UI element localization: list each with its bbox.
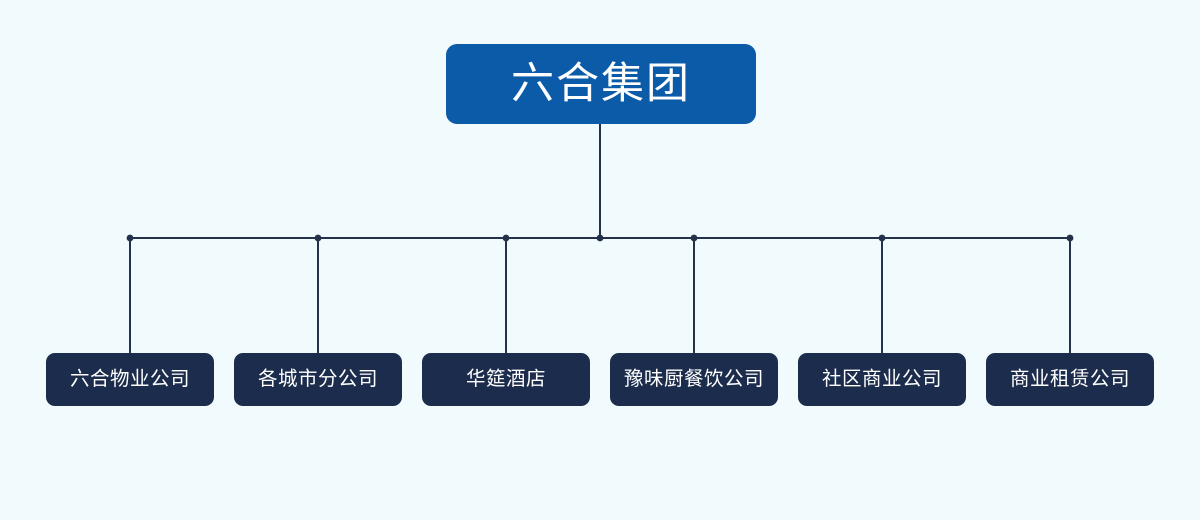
junction-dot-5 — [1066, 234, 1074, 242]
node-child-4[interactable]: 社区商业公司 — [798, 353, 966, 406]
node-child-1-label: 各城市分公司 — [257, 367, 378, 390]
junction-dot-root — [596, 234, 604, 242]
junction-dot-4 — [878, 234, 886, 242]
junction-dot-0 — [126, 234, 134, 242]
node-child-3[interactable]: 豫味厨餐饮公司 — [610, 353, 778, 406]
node-child-2[interactable]: 华筵酒店 — [422, 353, 590, 406]
node-child-0[interactable]: 六合物业公司 — [46, 353, 214, 406]
junction-dot-1 — [314, 234, 322, 242]
node-child-5[interactable]: 商业租赁公司 — [986, 353, 1154, 406]
node-child-0-label: 六合物业公司 — [69, 367, 190, 390]
junction-dot-3 — [690, 234, 698, 242]
node-child-4-label: 社区商业公司 — [821, 367, 942, 390]
node-child-1[interactable]: 各城市分公司 — [234, 353, 402, 406]
node-root[interactable]: 六合集团 — [446, 44, 756, 124]
node-child-2-label: 华筵酒店 — [465, 367, 546, 390]
node-root-label: 六合集团 — [511, 59, 691, 108]
junction-dot-2 — [502, 234, 510, 242]
node-child-5-label: 商业租赁公司 — [1009, 367, 1130, 390]
node-child-3-label: 豫味厨餐饮公司 — [623, 367, 764, 390]
